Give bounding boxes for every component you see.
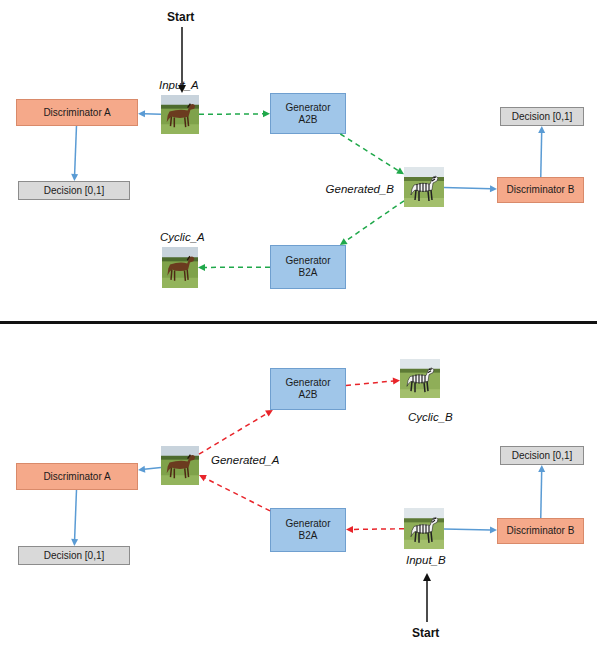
generator-box: Generator B2A <box>270 508 346 552</box>
image-thumbnail: Input_A <box>161 95 199 134</box>
horse-picture <box>161 95 199 134</box>
start-label: Start <box>412 626 439 640</box>
box-text: Decision [0,1] <box>512 450 573 462</box>
image-label: Generated_A <box>211 454 279 467</box>
zebra-picture <box>400 359 440 398</box>
decision-box: Decision [0,1] <box>500 107 584 126</box>
box-text: Discriminator B <box>507 184 575 196</box>
connector-arrow <box>199 110 270 117</box>
image-thumbnail: Cyclic_B <box>400 359 440 398</box>
connector-arrow <box>340 201 404 245</box>
zebra-picture <box>404 508 444 549</box>
image-label: Input_A <box>159 79 199 92</box>
image-thumbnail: Cyclic_A <box>162 247 198 288</box>
horse-picture <box>162 247 198 288</box>
discriminator-box: Discriminator A <box>16 99 138 126</box>
connector-arrow <box>138 110 161 117</box>
start-label: Start <box>167 10 194 24</box>
box-text: Discriminator A <box>43 471 110 483</box>
image-thumbnail: Input_B <box>404 508 444 549</box>
image-label: Cyclic_B <box>408 411 453 424</box>
discriminator-box: Discriminator B <box>497 518 584 544</box>
connector-arrow <box>138 466 161 473</box>
connector-arrow <box>538 465 545 518</box>
start-arrowhead <box>423 573 431 581</box>
image-label: Generated_B <box>326 183 394 196</box>
connector-arrow <box>199 475 270 511</box>
decision-box: Decision [0,1] <box>18 546 130 565</box>
generator-box: Generator B2A <box>270 245 346 289</box>
connector-arrow <box>340 134 404 174</box>
connector-arrow <box>346 526 404 533</box>
box-text: Generator A2B <box>279 102 337 126</box>
start-arrow <box>426 580 428 622</box>
box-text: Discriminator A <box>43 107 110 119</box>
image-thumbnail: Generated_A <box>161 446 199 485</box>
divider-line <box>0 321 597 324</box>
discriminator-box: Discriminator B <box>497 177 584 203</box>
connector-arrow <box>444 526 497 533</box>
box-text: Generator A2B <box>279 377 337 401</box>
horse-picture <box>161 446 199 485</box>
connector-arrow <box>199 410 273 454</box>
connector-arrow <box>198 264 270 271</box>
box-text: Decision [0,1] <box>512 111 573 123</box>
connector-arrow <box>346 378 400 386</box>
connector-arrow <box>71 490 78 546</box>
zebra-picture <box>404 167 444 207</box>
image-thumbnail: Generated_B <box>404 167 444 207</box>
decision-box: Decision [0,1] <box>500 446 584 465</box>
start-arrow <box>181 27 183 86</box>
generator-box: Generator A2B <box>270 93 346 134</box>
connector-arrow <box>444 185 497 192</box>
box-text: Decision [0,1] <box>44 550 105 562</box>
generator-box: Generator A2B <box>270 368 346 410</box>
box-text: Generator B2A <box>279 518 337 542</box>
decision-box: Decision [0,1] <box>18 181 130 200</box>
discriminator-box: Discriminator A <box>16 463 138 490</box>
connector-arrow <box>71 126 78 181</box>
box-text: Generator B2A <box>279 255 337 279</box>
connector-arrow <box>538 126 545 177</box>
box-text: Decision [0,1] <box>44 185 105 197</box>
box-text: Discriminator B <box>507 525 575 537</box>
image-label: Cyclic_A <box>160 231 205 244</box>
image-label: Input_B <box>406 554 446 567</box>
